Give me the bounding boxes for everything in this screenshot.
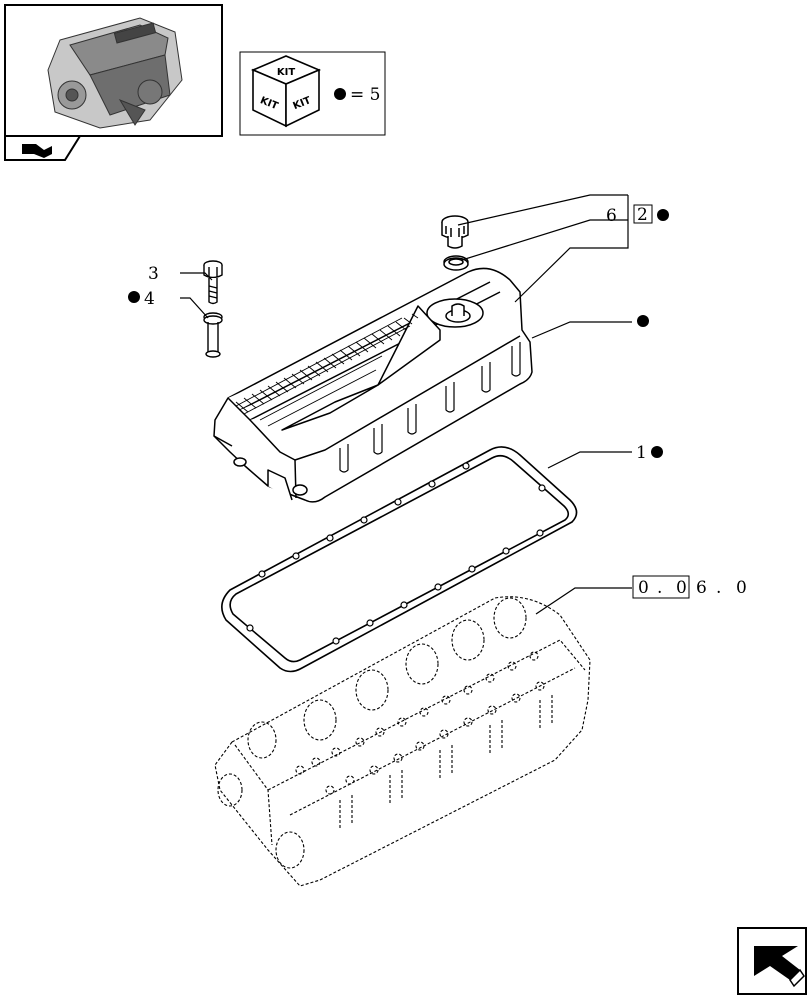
next-page-button[interactable]	[737, 927, 807, 995]
callout-gasket: 1	[636, 443, 663, 463]
ref-digit: 0	[736, 578, 747, 598]
kit-equals: = 5	[350, 85, 380, 105]
callout-head-reference: 0 . 0 6 . 0	[632, 575, 747, 599]
callout-bullet	[128, 291, 140, 303]
callout-washer: 4	[128, 289, 155, 309]
callout-cover	[637, 315, 649, 327]
leader-lines	[180, 194, 632, 615]
filler-cap[interactable]	[441, 215, 469, 249]
ref-dot: .	[716, 578, 721, 598]
ref-dot: .	[657, 578, 662, 598]
callout-bullet	[637, 315, 649, 327]
spacer-sleeve[interactable]	[203, 312, 223, 358]
callout-bolt: 3	[148, 264, 159, 284]
callout-cap: 6 2	[606, 204, 669, 226]
next-page-arrow-icon	[754, 946, 805, 988]
seal-ring[interactable]	[443, 255, 469, 271]
kit-top-label: KIT	[277, 67, 295, 78]
bolt[interactable]	[203, 260, 223, 305]
kit-box: KIT KIT KIT = 5	[239, 51, 386, 136]
engine-thumbnail-icon	[47, 17, 183, 129]
kit-cube-icon: KIT KIT KIT	[250, 55, 322, 128]
ref-digit: 6	[696, 578, 707, 598]
ref-digit: 0	[638, 578, 649, 598]
kit-bullet	[334, 88, 346, 100]
ref-box-label: 2	[637, 205, 648, 225]
book-icon	[22, 144, 52, 158]
callout-label: 6	[606, 206, 617, 226]
callout-label: 1	[636, 443, 647, 463]
valve-cover[interactable]	[213, 267, 533, 503]
ref-digit: 0	[676, 578, 687, 598]
engine-thumbnail[interactable]	[4, 4, 223, 161]
callout-label: 3	[148, 264, 159, 284]
callout-bullet	[657, 209, 669, 221]
cylinder-head	[214, 596, 591, 887]
callout-label: 4	[144, 289, 155, 309]
callout-bullet	[651, 446, 663, 458]
gasket[interactable]	[221, 446, 578, 673]
